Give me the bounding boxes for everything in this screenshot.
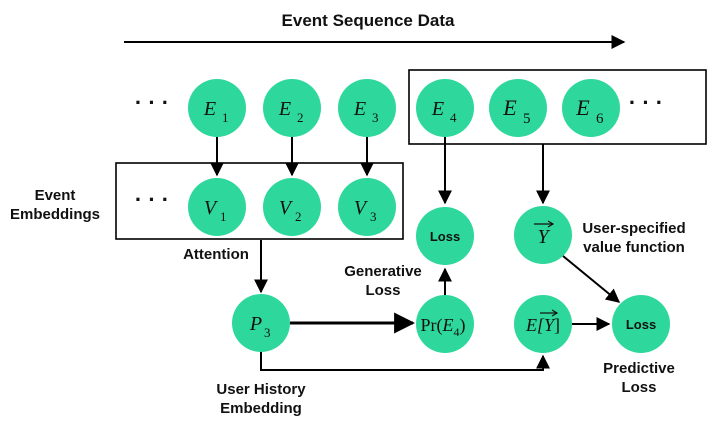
svg-text:V: V [204, 197, 219, 219]
svg-text:V: V [279, 197, 294, 219]
predictive-label-line2: Loss [621, 379, 656, 396]
event-node-e4: E 4 [416, 79, 474, 137]
svg-text:E[Y]: E[Y] [525, 315, 560, 335]
generative-loss-node: Loss [416, 207, 474, 265]
sequence-title: Event Sequence Data [282, 11, 455, 30]
svg-text:E: E [575, 95, 590, 120]
attention-label: Attention [183, 246, 249, 263]
future-events-box [408, 69, 707, 145]
svg-text:P: P [249, 313, 262, 335]
svg-text:E: E [502, 95, 517, 120]
svg-text:2: 2 [295, 209, 302, 224]
svg-text:2: 2 [297, 110, 304, 125]
event-node-e3: E 3 [338, 79, 396, 137]
svg-text:3: 3 [372, 110, 379, 125]
history-node-p3: P 3 [232, 294, 290, 352]
predictive-loss-node: Loss [612, 295, 670, 353]
event-node-e6: E 6 [562, 79, 620, 137]
embeddings-ellipsis: · · · [135, 187, 169, 212]
expectation-node: E[Y] [514, 295, 572, 353]
svg-text:E: E [431, 98, 444, 120]
svg-text:3: 3 [264, 325, 271, 340]
svg-text:1: 1 [220, 209, 227, 224]
event-node-e5: E 5 [489, 79, 547, 137]
generative-label-line1: Generative [344, 263, 422, 280]
svg-text:V: V [354, 197, 369, 219]
event-embeddings-label-line1: Event [35, 187, 76, 204]
svg-text:E: E [203, 98, 216, 120]
svg-text:Pr(E4): Pr(E4) [421, 315, 466, 339]
value-function-label-line1: User-specified [582, 220, 685, 237]
pr-node: Pr(E4) [416, 295, 474, 353]
value-function-label-line2: value function [583, 239, 685, 256]
svg-text:E: E [353, 98, 366, 120]
history-label-line2: Embedding [220, 400, 302, 417]
embedding-node-v2: V 2 [263, 178, 321, 236]
events-ellipsis: · · · [135, 90, 169, 115]
svg-text:Y: Y [537, 226, 550, 248]
svg-text:5: 5 [523, 111, 531, 127]
svg-text:6: 6 [596, 111, 604, 127]
y-node: Y [514, 206, 572, 264]
event-embeddings-label-line2: Embeddings [10, 206, 100, 223]
svg-text:4: 4 [450, 110, 457, 125]
svg-text:3: 3 [370, 209, 377, 224]
embedding-node-v1: V 1 [188, 178, 246, 236]
arrow-y-loss [562, 255, 621, 303]
event-node-e2: E 2 [263, 79, 321, 137]
event-node-e1: E 1 [188, 79, 246, 137]
svg-text:Loss: Loss [430, 229, 460, 244]
svg-text:E: E [278, 98, 291, 120]
future-ellipsis: · · · [629, 90, 663, 115]
arrow-p3-expectation [260, 352, 550, 371]
predictive-label-line1: Predictive [603, 360, 675, 377]
embedding-box [115, 162, 404, 240]
svg-text:1: 1 [222, 110, 229, 125]
svg-text:Loss: Loss [626, 317, 656, 332]
embedding-node-v3: V 3 [338, 178, 396, 236]
generative-label-line2: Loss [365, 282, 400, 299]
history-label-line1: User History [216, 381, 306, 398]
